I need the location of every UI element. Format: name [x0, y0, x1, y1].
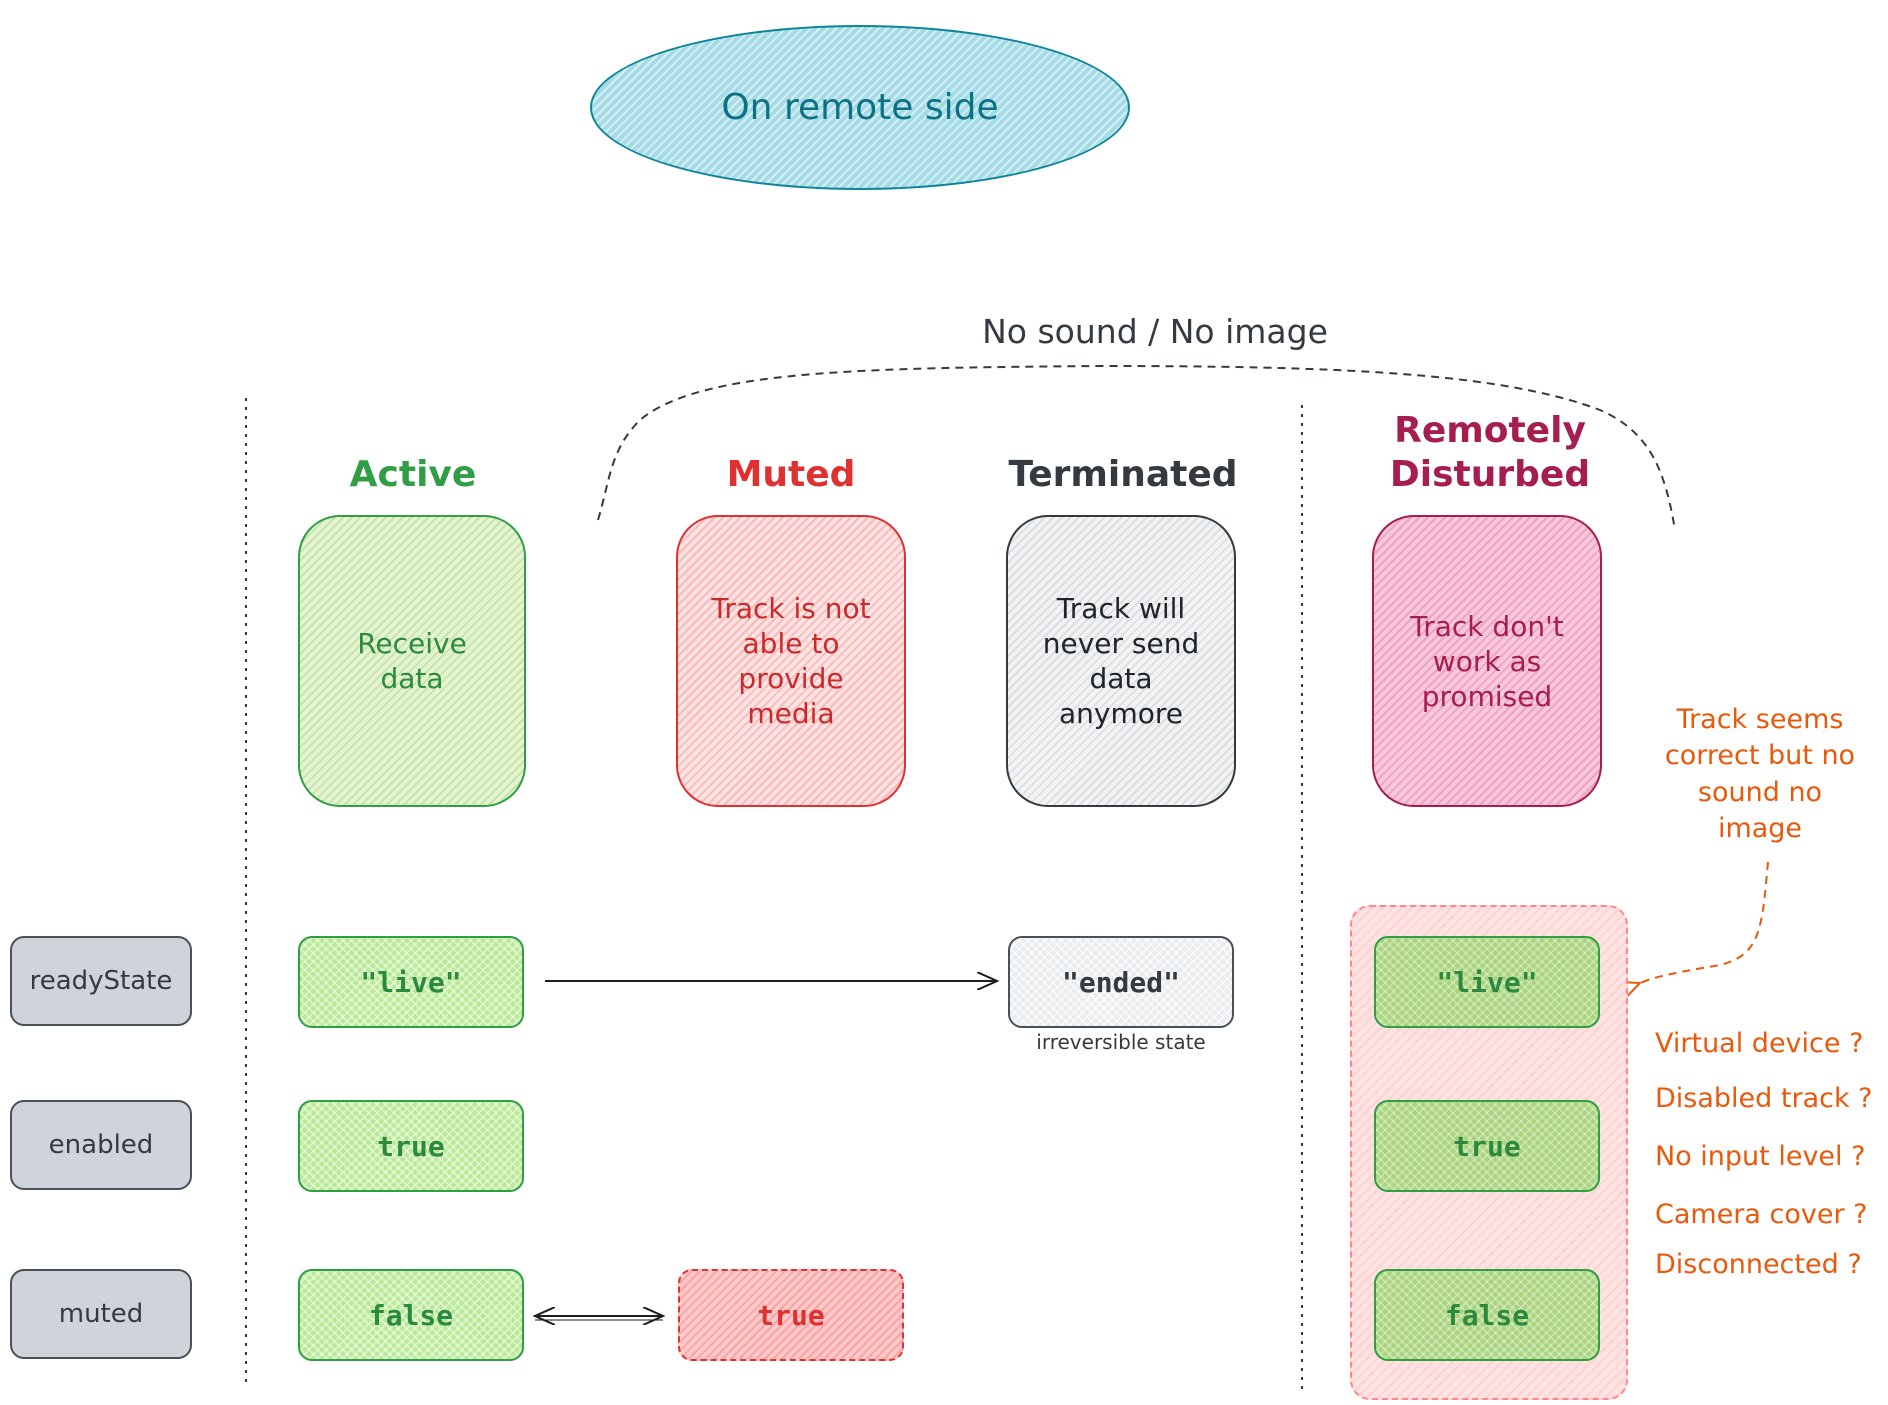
value-active-enabled: true [298, 1100, 524, 1192]
state-muted-description: Track is not able to provide media [711, 592, 871, 730]
state-disturbed-description: Track don't work as promised [1410, 609, 1564, 713]
possible-cause-5: Disconnected ? [1655, 1249, 1862, 1280]
prop-label-readystate: readyState [10, 936, 192, 1026]
value-disturbed-muted: false [1374, 1269, 1600, 1361]
title-ellipse: On remote side [590, 25, 1130, 190]
arrow-note-to-group [1640, 861, 1769, 983]
value-active-muted: false [298, 1269, 524, 1361]
terminated-note: irreversible state [1036, 1030, 1206, 1054]
state-active-description: Receive data [357, 627, 467, 695]
page-title: On remote side [721, 87, 999, 128]
value-terminated-readystate: "ended" [1008, 936, 1234, 1028]
value-disturbed-readystate: "live" [1374, 936, 1600, 1028]
value-active-readystate: "live" [298, 936, 524, 1028]
possible-cause-4: Camera cover ? [1655, 1199, 1868, 1230]
value-muted-muted: true [678, 1269, 904, 1361]
value-disturbed-enabled: true [1374, 1100, 1600, 1192]
header-muted: Muted [726, 454, 856, 496]
possible-cause-1: Virtual device ? [1655, 1028, 1864, 1059]
header-active: Active [349, 454, 477, 496]
header-terminated: Terminated [1008, 454, 1238, 496]
state-card-remotely-disturbed: Track don't work as promised [1372, 515, 1602, 807]
possible-cause-2: Disabled track ? [1655, 1083, 1873, 1114]
group-label: No sound / No image [982, 312, 1328, 351]
state-card-terminated: Track will never send data anymore [1006, 515, 1236, 807]
disturbed-note: Track seems correct but no sound no imag… [1664, 704, 1856, 845]
possible-cause-3: No input level ? [1655, 1141, 1866, 1172]
state-terminated-description: Track will never send data anymore [1042, 592, 1200, 730]
state-card-active: Receive data [298, 515, 526, 807]
header-remotely-disturbed: Remotely Disturbed [1389, 410, 1591, 495]
group-brace [597, 364, 1676, 531]
prop-label-muted: muted [10, 1269, 192, 1359]
state-card-muted: Track is not able to provide media [676, 515, 906, 807]
prop-label-enabled: enabled [10, 1100, 192, 1190]
